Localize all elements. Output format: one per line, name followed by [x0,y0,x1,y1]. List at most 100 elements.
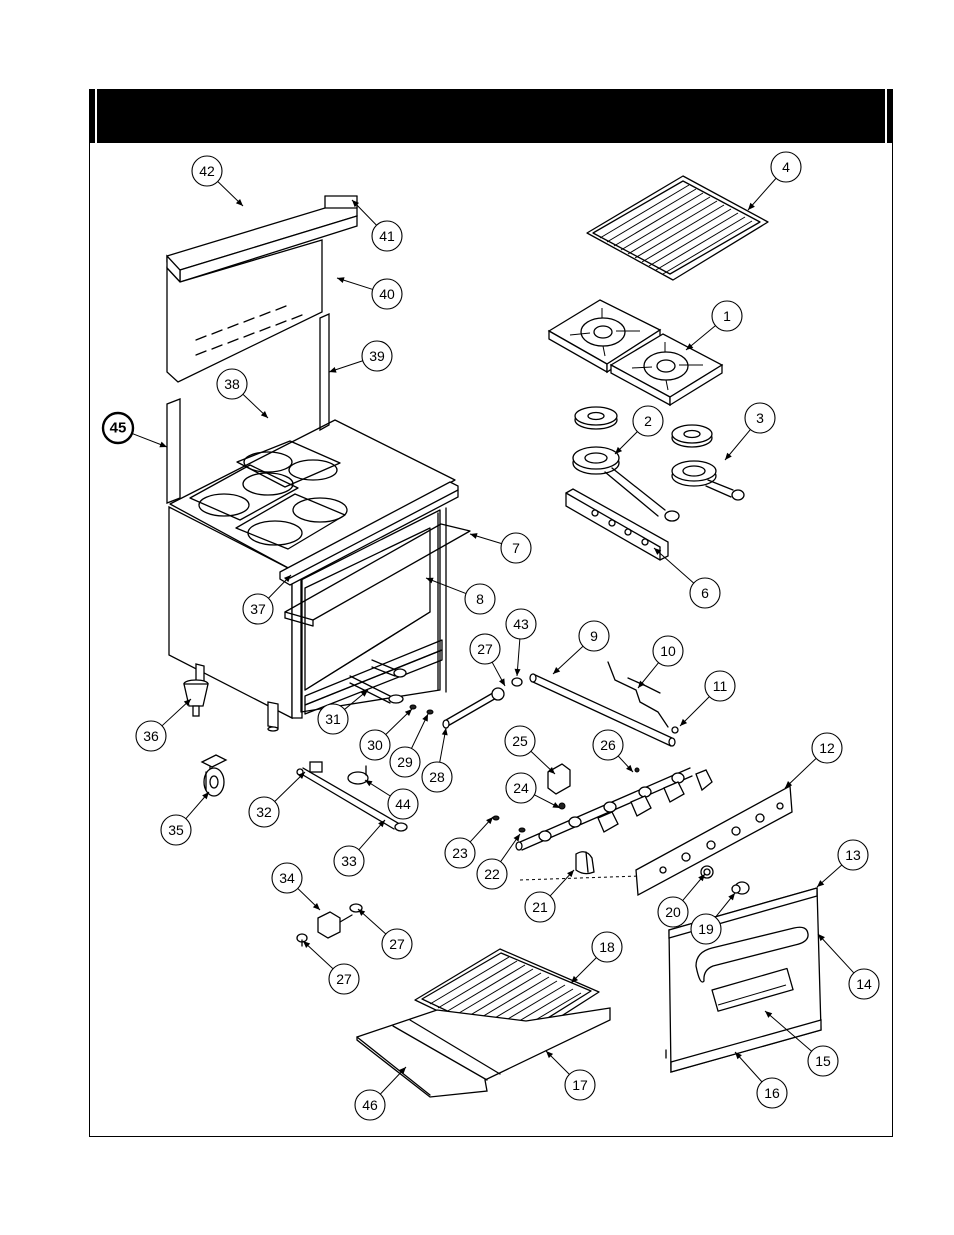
callout-circle [242,593,274,625]
callout-number: 39 [369,348,385,364]
callout-circle [505,772,537,804]
callout-number: 30 [367,737,383,753]
oven-burner-tubes [349,659,407,704]
callout-number: 11 [713,678,728,694]
callout-circle [591,931,623,963]
callout-number: 4 [782,159,790,175]
callout-arrowhead [615,446,623,454]
callout-12: 12 [784,732,843,789]
callout-number: 37 [250,601,266,617]
gas-supply-fittings [409,677,523,729]
callout-circle [216,368,248,400]
callout-arrowhead [513,834,520,842]
callout-21: 21 [524,869,575,923]
callout-number: 12 [819,740,835,756]
callout-circle [689,577,721,609]
adjustable-foot [183,679,209,717]
callout-circle [371,278,403,310]
callout-arrowhead [470,533,478,539]
callout-arrowhead [202,792,209,800]
callout-circle [328,963,360,995]
high-shelf-backguard [166,195,358,383]
callout-arrowhead [552,802,560,808]
callout-number: 21 [532,899,548,915]
oven-rack-top [586,175,769,281]
callout-circle [807,1045,839,1077]
oven-manifold-lower [296,761,408,832]
callout-circle [848,968,880,1000]
callout-number: 16 [764,1085,780,1101]
callout-number: 14 [856,976,872,992]
callout-10: 10 [637,635,684,689]
callout-2: 2 [614,405,664,455]
callout-arrowhead [735,1052,742,1060]
callout-number: 38 [224,376,240,392]
callout-arrowhead [329,366,337,373]
callout-circle [421,761,453,793]
callout-37: 37 [242,574,292,625]
callout-circle [387,788,419,820]
callout-circle [505,608,537,640]
callout-20: 20 [657,873,706,928]
callout-24: 24 [505,772,561,809]
callout-arrowhead [728,893,735,901]
callout-22: 22 [476,833,521,890]
callout-29: 29 [389,713,429,778]
callout-leader-line [653,547,695,584]
callout-28: 28 [421,727,453,793]
callout-leader-line [425,577,467,595]
callout-circle [592,729,624,761]
callout-arrowhead [358,909,366,916]
callout-circle [271,862,303,894]
burner-assemblies [572,406,745,522]
callout-circle [632,405,664,437]
callout-circle [476,858,508,890]
callout-circle [469,633,501,665]
callout-arrowhead [654,548,662,555]
callout-circle [191,155,223,187]
callout-number: 8 [476,591,484,607]
callout-17: 17 [545,1050,596,1101]
callout-26: 26 [592,729,634,773]
callout-arrowhead [422,714,428,722]
callout-15: 15 [764,1010,839,1077]
callout-circle [333,845,365,877]
callout-40: 40 [336,277,403,310]
callout-14: 14 [817,933,880,1000]
callout-number: 25 [512,733,528,749]
callout-circle [652,635,684,667]
backguard-vent-slots [195,305,303,356]
callout-circle [704,670,736,702]
callout-43: 43 [505,608,537,677]
callout-27: 27 [302,940,360,995]
callout-number: 24 [513,780,529,796]
callout-circle [135,720,167,752]
callout-circle [354,1089,386,1121]
callout-35: 35 [160,791,210,846]
callout-arrowhead [748,202,755,210]
callout-number: 27 [477,641,493,657]
header-bar-inner-border [95,89,887,143]
caster-wheel [200,754,228,797]
callout-number: 28 [429,769,445,785]
range-body [166,312,459,732]
callout-number: 20 [665,904,681,920]
callout-25: 25 [504,725,556,775]
callout-circle [837,839,869,871]
callout-number: 44 [395,796,411,812]
callout-number: 42 [199,163,215,179]
callout-arrowhead [567,870,574,878]
callout-arrowhead [785,781,793,788]
oven-door [665,887,822,1073]
callout-circle [564,1069,596,1101]
callout-23: 23 [444,816,494,869]
callout-6: 6 [653,547,721,609]
callout-circle [811,732,843,764]
callout-arrowhead [378,820,385,828]
callout-circle [371,220,403,252]
callout-circle [524,891,556,923]
callout-45: 45 [101,411,168,448]
header-bar [89,89,893,143]
callout-number: 3 [756,410,764,426]
